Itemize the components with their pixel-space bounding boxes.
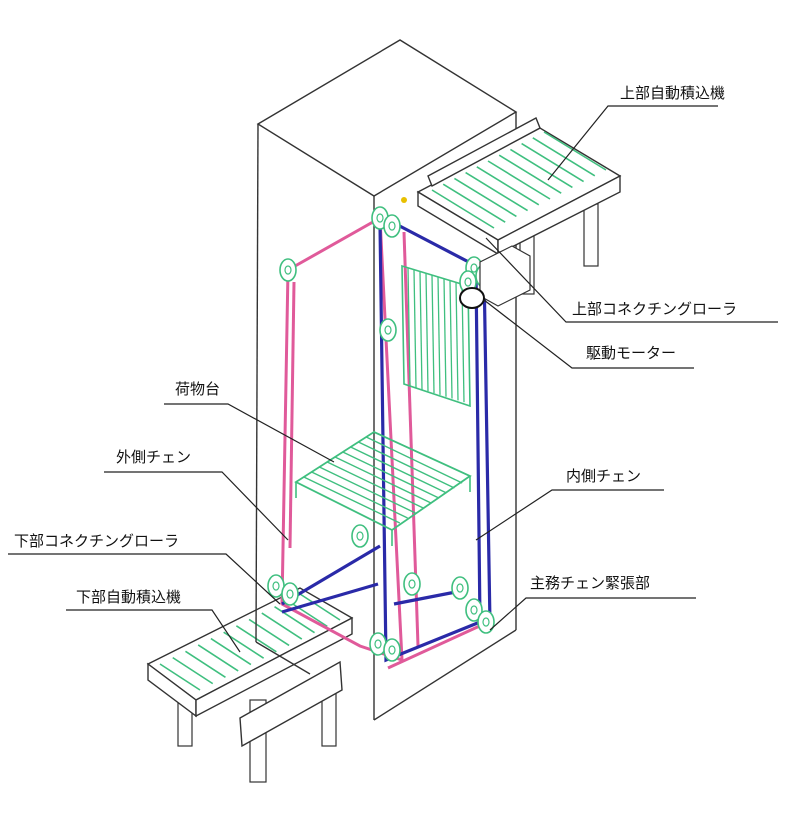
lower-roller [172,656,214,685]
sprocket-hub [470,605,478,615]
lower-loader-conveyor [146,587,354,783]
cage-slat [449,280,453,399]
carrier-slat [303,476,401,524]
sprocket-hub [284,265,292,275]
cage-slat [455,282,459,401]
carrier-slat [319,466,416,514]
sprocket-hub [356,531,364,541]
upper-roller [521,142,585,183]
cage-slat [413,269,417,388]
sprocket-wheel [465,598,483,622]
label-upper-connecting-roller: 上部コネクチングローラ [572,300,737,318]
label-inner-chain: 内側チェン [566,467,641,485]
upper-conveyor-rollers [431,131,607,229]
label-lower-loader: 下部自動積込機 [76,588,181,606]
lower-roller [274,606,315,634]
upper-roller [465,171,529,212]
sprocket-hub [456,583,464,593]
sprocket-wheel [383,638,401,662]
carrier-slat [334,456,432,504]
cage-slat [407,267,411,386]
motor-indicator-icon [401,197,407,203]
carrier-platform [294,430,472,546]
lower-roller [261,612,303,640]
labels: 上部自動積込機 上部コネクチングローラ 駆動モーター 荷物台 外側チェン 内側チ… [8,84,778,653]
sprocket-hub [286,589,294,599]
sprocket-hub [384,325,392,335]
sprocket-wheel [351,524,369,548]
upper-roller [532,137,596,177]
upper-roller [453,177,517,218]
lower-roller [299,593,341,621]
sprocket-wheel [403,572,421,596]
sprocket-hub [408,579,416,589]
cage-slat [437,276,441,395]
sprocket-hub [374,639,382,649]
label-drive-motor: 駆動モーター [586,344,676,362]
lower-roller [197,644,239,672]
cage-slats [407,267,465,403]
carrier-slat [342,451,440,499]
sprocket-hub [388,645,396,655]
label-upper-loader: 上部自動積込機 [620,84,725,102]
sprocket-hub [482,617,490,627]
upper-roller [509,148,573,189]
upper-roller [543,131,607,171]
lower-roller [286,599,328,628]
cage-slat [419,271,423,390]
cage-slat [425,273,429,392]
upper-roller [442,183,506,223]
carrier-slat [311,471,408,519]
label-carrier: 荷物台 [175,380,220,398]
sprocket-hub [470,263,478,273]
upper-loader-conveyor [401,117,622,309]
label-main-chain-tensioner: 主務チェン緊張部 [530,574,650,592]
sprocket-wheel [383,214,401,238]
label-outer-chain: 外側チェン [116,448,191,466]
sprocket-wheel [281,582,299,606]
sprocket-hub [272,581,280,591]
lower-roller [185,650,226,678]
lower-roller [159,663,201,691]
upper-roller [498,154,562,194]
sprocket-hub [388,221,396,231]
upper-carrier-cage [401,264,471,408]
upper-roller [487,160,551,200]
cage-slat [431,275,435,394]
sprocket-wheel [477,610,495,634]
lower-roller [210,637,252,666]
upper-roller [476,166,540,206]
sprocket-wheel [451,576,469,600]
sprocket-wheel [279,258,297,282]
carrier-slat [326,461,424,509]
carrier-slat [365,436,463,484]
upper-roller [431,189,495,229]
carrier-slat [350,446,447,494]
cage-slat [443,278,447,397]
carrier-slats [303,436,463,524]
sprocket-hub [464,277,472,287]
sprocket-hub [376,213,384,223]
sprocket-wheel [379,318,397,342]
carrier-slat [358,441,455,489]
label-lower-connecting-roller: 下部コネクチングローラ [14,532,179,550]
lower-conveyor-rollers [159,593,341,691]
